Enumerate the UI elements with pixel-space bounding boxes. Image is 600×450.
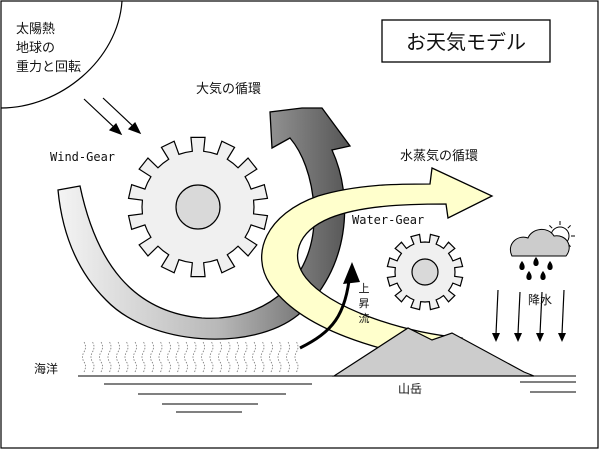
sun-ray <box>567 225 571 229</box>
label-ocean: 海洋 <box>34 361 58 376</box>
precipitation-arrowhead <box>514 333 522 342</box>
precipitation-line <box>561 289 565 335</box>
vapor-wisp <box>133 341 137 373</box>
vapor-wisp <box>124 341 129 373</box>
vapor-wisp <box>286 341 290 373</box>
vapor-wisp <box>277 341 282 373</box>
rain-drop <box>540 271 546 280</box>
label-updraft-3: 流 <box>359 311 370 325</box>
vapor-wisp <box>175 341 180 373</box>
vapor-wisp <box>252 341 256 373</box>
vapor-wisp <box>201 341 205 373</box>
vapor-wisp <box>243 341 248 373</box>
vapor-wisp <box>184 341 188 373</box>
vapor-wisp <box>294 341 299 373</box>
atmosphere-cycle-arrow <box>57 107 352 340</box>
sun-arc <box>0 0 123 109</box>
vapor-wisp <box>82 341 86 373</box>
precipitation-arrowhead <box>536 333 544 342</box>
evaporation-wisps <box>82 341 299 373</box>
vapor-wisp <box>235 341 239 373</box>
title-box <box>381 19 551 63</box>
vapor-wisp <box>158 341 163 373</box>
rain-drop-icon <box>519 257 553 280</box>
gear-icon <box>386 233 464 311</box>
label-wind-gear: Wind-Gear <box>50 150 115 164</box>
precipitation-line <box>517 291 521 335</box>
rain-drop <box>533 257 539 266</box>
precipitation-arrows <box>492 289 566 342</box>
vapor-wisp <box>209 341 214 373</box>
vapor-wisp <box>167 341 171 373</box>
updraft-arrow <box>299 262 360 350</box>
precipitation-arrowhead <box>558 333 566 342</box>
vapor-wisp <box>141 341 146 373</box>
label-water-gear: Water-Gear <box>352 213 424 227</box>
precipitation-line <box>539 291 543 335</box>
cloud-icon <box>510 221 575 257</box>
precipitation-arrowhead <box>492 333 500 342</box>
vapor-wisp <box>150 341 154 373</box>
vapor-wisp <box>116 341 120 373</box>
vapor-wisp <box>192 341 197 373</box>
vapor-wisp <box>269 341 273 373</box>
label-vapor-cycle: 水蒸気の循環 <box>400 148 478 164</box>
vapor-wisp <box>90 341 95 373</box>
sun-ray <box>549 225 553 229</box>
label-rain: 降水 <box>528 293 552 307</box>
rain-drop <box>547 261 553 270</box>
gear-icon <box>127 136 269 278</box>
sun-caption-line-2: 地球の <box>16 41 55 56</box>
ocean-surface <box>78 375 576 413</box>
precipitation-line <box>495 289 499 335</box>
vapor-cycle-arrow <box>261 167 494 366</box>
vapor-wisp <box>107 341 112 373</box>
vapor-wisp <box>260 341 265 373</box>
vapor-wisp <box>99 341 103 373</box>
sun-caption-line-3: 重力と回転 <box>16 59 81 75</box>
label-updraft-2: 昇 <box>359 297 370 310</box>
sunlight-arrows <box>83 97 142 136</box>
rain-drop <box>519 261 525 270</box>
vapor-wisp <box>218 341 222 373</box>
rain-drop <box>526 271 532 280</box>
label-atmosphere-cycle: 大気の循環 <box>196 81 261 97</box>
page-title: お天気モデル <box>406 30 526 54</box>
label-updraft-1: 上 <box>359 282 370 295</box>
sun-caption-line-1: 太陽熱 <box>16 22 55 37</box>
vapor-wisp <box>226 341 231 373</box>
label-mountain: 山岳 <box>398 382 422 396</box>
